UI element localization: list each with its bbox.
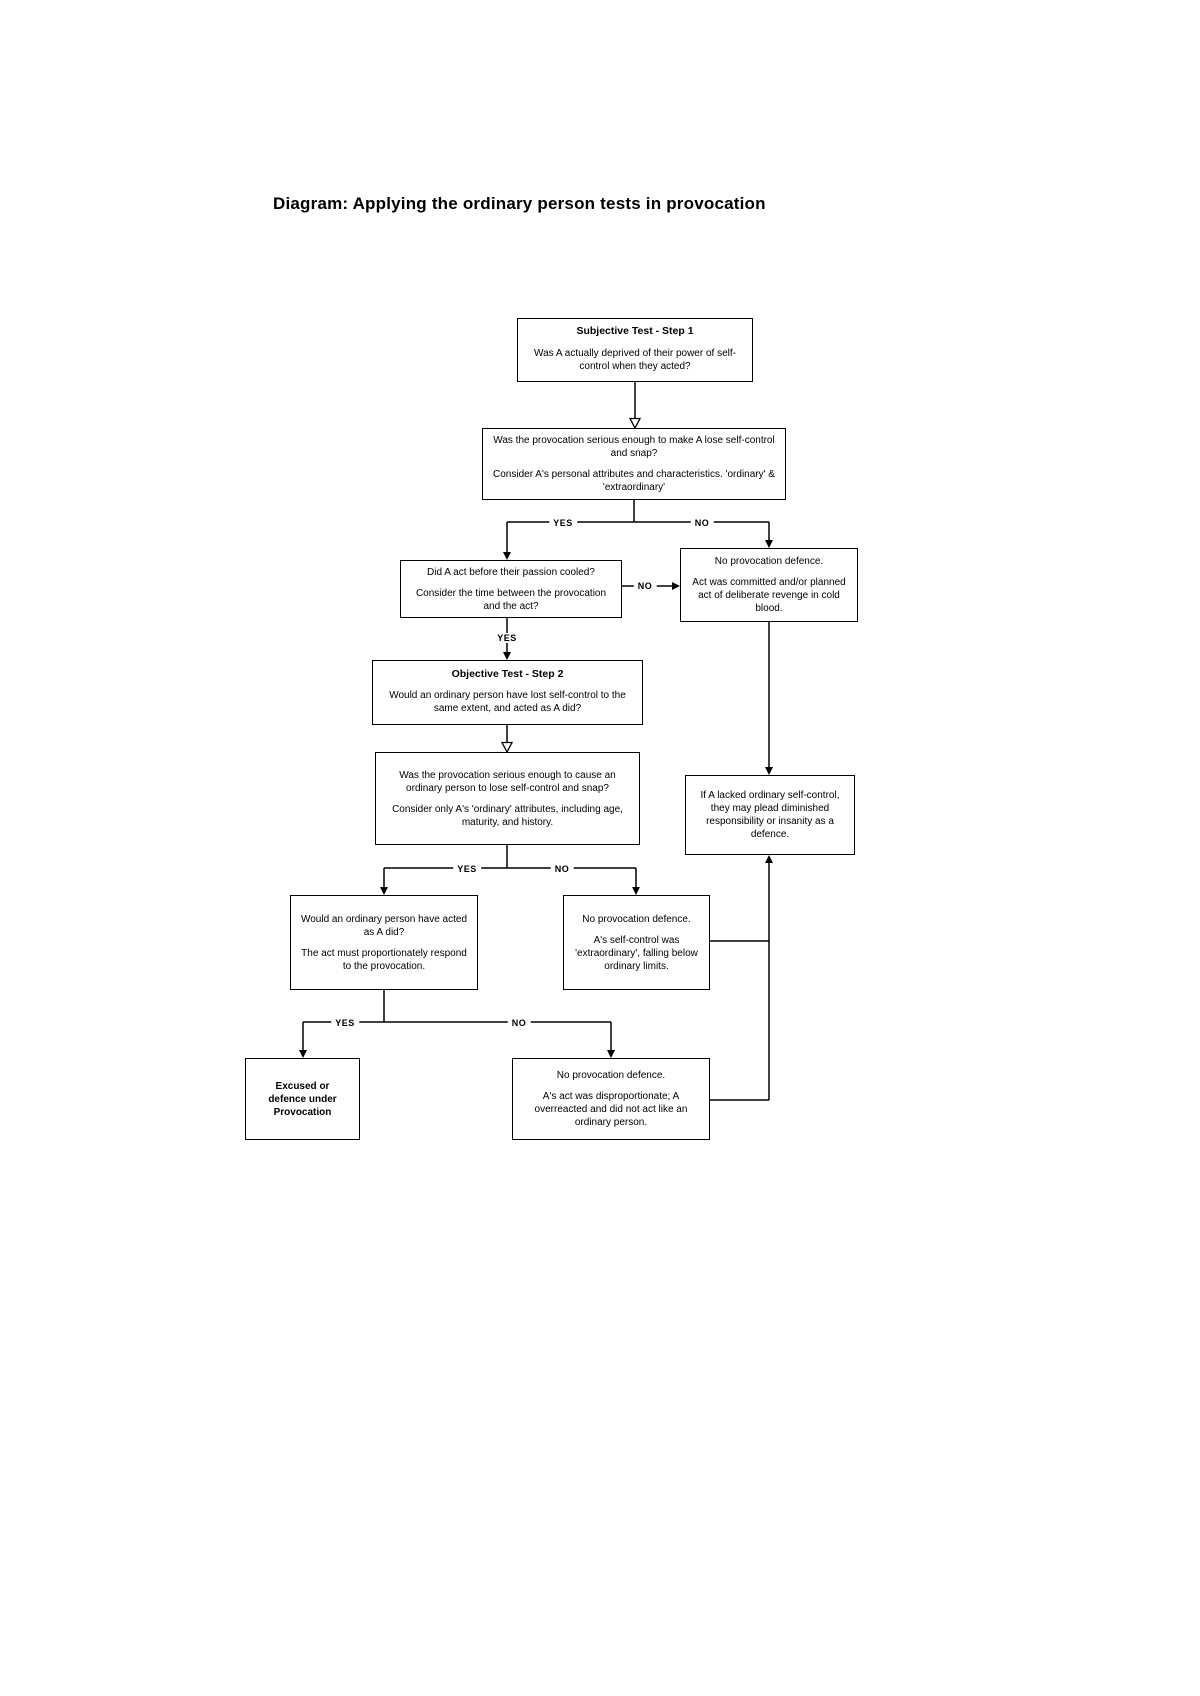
node-question: Did A act before their passion cooled? bbox=[427, 566, 595, 578]
node-no-defence-disproportionate: No provocation defence. A's act was disp… bbox=[512, 1058, 710, 1140]
page-title: Diagram: Applying the ordinary person te… bbox=[273, 194, 766, 213]
edge-label-yes: YES bbox=[453, 864, 481, 874]
node-question: Was the provocation serious enough to ca… bbox=[399, 769, 616, 794]
arrow-solid-down bbox=[380, 887, 388, 895]
arrow-solid-down bbox=[503, 552, 511, 560]
node-diminished-responsibility-note: If A lacked ordinary self-control, they … bbox=[685, 775, 855, 855]
edge-label-yes: YES bbox=[331, 1018, 359, 1028]
node-title: Subjective Test - Step 1 bbox=[576, 325, 694, 338]
node-note: Consider only A's 'ordinary' attributes,… bbox=[392, 803, 623, 828]
node-subjective-test-step1: Subjective Test - Step 1 Was A actually … bbox=[517, 318, 753, 382]
arrowheads bbox=[299, 417, 773, 1058]
node-no-defence-revenge: No provocation defence. Act was committe… bbox=[680, 548, 858, 622]
arrow-solid-down bbox=[632, 887, 640, 895]
edge-label-no: NO bbox=[690, 518, 714, 528]
node-note: Consider A's personal attributes and cha… bbox=[493, 469, 775, 493]
node-provocation-serious-for-ordinary: Was the provocation serious enough to ca… bbox=[375, 752, 640, 845]
node-note: Consider the time between the provocatio… bbox=[415, 587, 607, 612]
arrow-solid-down bbox=[765, 540, 773, 548]
arrow-solid-right bbox=[672, 582, 680, 590]
arrow-solid-up bbox=[765, 855, 773, 863]
node-excused-under-provocation: Excused or defence under Provocation bbox=[245, 1058, 360, 1140]
arrow-solid-down bbox=[299, 1050, 307, 1058]
arrow-solid-down bbox=[765, 767, 773, 775]
arrow-solid-down bbox=[607, 1050, 615, 1058]
node-text: A's self-control was 'extraordinary', fa… bbox=[575, 934, 698, 972]
node-text: Was A actually deprived of their power o… bbox=[534, 347, 736, 372]
edge-label-yes: YES bbox=[493, 633, 521, 643]
node-passion-cooled: Did A act before their passion cooled? C… bbox=[400, 560, 622, 618]
node-no-defence-extraordinary: No provocation defence. A's self-control… bbox=[563, 895, 710, 990]
node-text: A's act was disproportionate; A overreac… bbox=[534, 1091, 688, 1128]
node-text: Excused or defence under Provocation bbox=[268, 1080, 337, 1118]
node-text: If A lacked ordinary self-control, they … bbox=[700, 790, 840, 840]
node-title: Objective Test - Step 2 bbox=[451, 667, 564, 680]
node-heading-text: No provocation defence. bbox=[714, 556, 824, 567]
node-text: Would an ordinary person have lost self-… bbox=[389, 690, 626, 715]
node-question: Would an ordinary person have acted as A… bbox=[300, 913, 468, 938]
edge-label-no: NO bbox=[550, 864, 574, 874]
arrow-solid-down bbox=[503, 652, 511, 660]
node-objective-test-step2: Objective Test - Step 2 Would an ordinar… bbox=[372, 660, 643, 725]
edge-label-no: NO bbox=[507, 1018, 531, 1028]
node-provocation-serious-for-a: Was the provocation serious enough to ma… bbox=[482, 428, 786, 500]
edge-label-yes: YES bbox=[549, 518, 577, 528]
arrow-hollow-down bbox=[628, 417, 642, 430]
node-heading-text: No provocation defence. bbox=[556, 1070, 666, 1081]
node-ordinary-person-acted: Would an ordinary person have acted as A… bbox=[290, 895, 478, 990]
arrow-hollow-down bbox=[500, 741, 514, 754]
node-note: The act must proportionately respond to … bbox=[301, 947, 467, 972]
node-text: Act was committed and/or planned act of … bbox=[692, 577, 846, 614]
edge-label-no: NO bbox=[633, 581, 657, 591]
node-question: Was the provocation serious enough to ma… bbox=[493, 435, 775, 459]
node-heading-text: No provocation defence. bbox=[582, 913, 691, 925]
